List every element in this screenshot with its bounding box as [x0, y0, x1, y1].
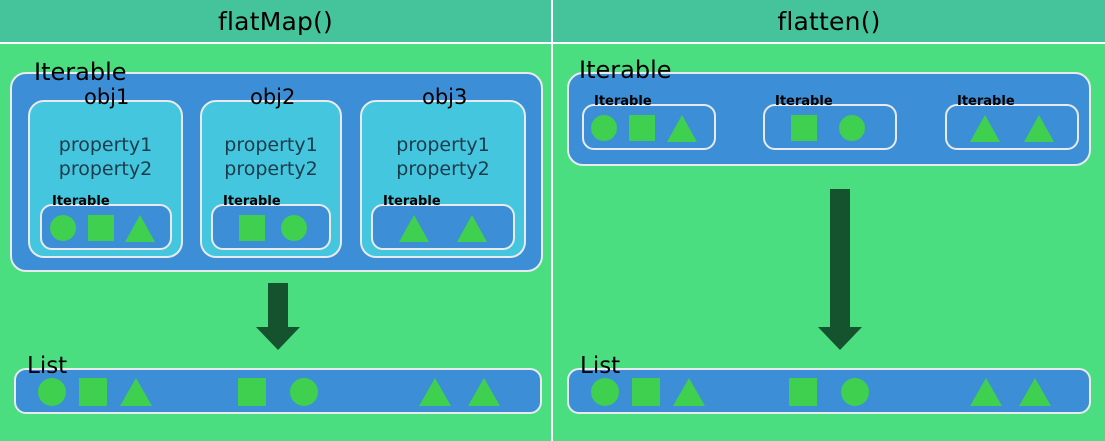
- shape-triangle-icon: [1019, 378, 1051, 406]
- flatten-inner-3-shapes: [945, 104, 1079, 150]
- panel-flatten: flatten() Iterable Iterable Iterable: [553, 0, 1105, 441]
- arrow-head: [256, 327, 300, 350]
- arrow-head: [818, 327, 862, 350]
- shape-triangle-icon: [125, 215, 155, 242]
- flatmap-obj3-property-2: property2: [396, 157, 490, 180]
- shape-square-icon: [238, 378, 266, 406]
- flatmap-obj3-property-1: property1: [396, 134, 490, 156]
- flatten-inner-iterable-2-label: Iterable: [775, 94, 833, 109]
- shape-square-icon: [791, 115, 817, 141]
- shape-circle-icon: [50, 215, 76, 241]
- shape-triangle-icon: [399, 215, 429, 242]
- flatmap-result-shapes: [14, 368, 542, 414]
- flatten-inner-iterable-2-box: [763, 104, 897, 150]
- shape-circle-icon: [281, 215, 307, 241]
- flatten-inner-iterable-3: Iterable: [945, 95, 1079, 150]
- flatten-result-shapes: [567, 368, 1091, 414]
- shape-triangle-icon: [1024, 115, 1054, 142]
- flatmap-obj3-inner-iterable: Iterable: [371, 195, 515, 250]
- flatmap-obj1-property-1: property1: [58, 134, 153, 156]
- flatmap-object-obj2: obj2 property1 property2 Iterable: [200, 87, 342, 258]
- shape-triangle-icon: [419, 378, 451, 406]
- flatmap-obj2-shapes: [211, 204, 331, 250]
- flatten-inner-iterable-3-label: Iterable: [957, 94, 1015, 109]
- shape-square-icon: [239, 215, 265, 241]
- shape-square-icon: [88, 215, 114, 241]
- flatmap-object-obj3-label: obj3: [422, 85, 468, 109]
- flatmap-obj2-inner-iterable-box: [211, 204, 331, 250]
- shape-circle-icon: [591, 378, 619, 406]
- shape-square-icon: [632, 378, 660, 406]
- flatmap-obj2-inner-iterable-label: Iterable: [223, 194, 281, 209]
- flatmap-obj1-inner-iterable: Iterable: [40, 195, 172, 250]
- flatmap-obj1-inner-iterable-label: Iterable: [52, 194, 110, 209]
- panel-flatten-title: flatten(): [777, 6, 881, 36]
- flatmap-obj2-inner-iterable: Iterable: [211, 195, 331, 250]
- shape-circle-icon: [591, 115, 617, 141]
- shape-circle-icon: [290, 378, 318, 406]
- flatten-inner-2-shapes: [763, 104, 897, 150]
- flatmap-obj3-properties: property1 property2: [360, 134, 526, 182]
- flatmap-obj1-property-2: property2: [58, 157, 153, 180]
- flatten-source-iterable: Iterable Iterable Iterable: [567, 58, 1091, 166]
- arrow-stem: [268, 283, 288, 327]
- shape-square-icon: [789, 378, 817, 406]
- shape-triangle-icon: [970, 378, 1002, 406]
- shape-triangle-icon: [120, 378, 152, 406]
- flatmap-obj2-property-2: property2: [224, 157, 318, 180]
- flatmap-object-obj1-label: obj1: [84, 85, 130, 109]
- flatten-inner-iterable-1-label: Iterable: [594, 94, 652, 109]
- flatmap-obj3-shapes: [371, 204, 515, 250]
- flatmap-result-list: List: [14, 355, 542, 414]
- flatmap-object-obj1: obj1 property1 property2 Iterable: [28, 87, 183, 258]
- panel-flatmap-title: flatMap(): [218, 6, 333, 36]
- flatmap-object-obj3: obj3 property1 property2 Iterable: [360, 87, 526, 258]
- flatten-source-iterable-label: Iterable: [579, 56, 672, 84]
- shape-triangle-icon: [468, 378, 500, 406]
- shape-circle-icon: [38, 378, 66, 406]
- flatmap-down-arrow-icon: [256, 283, 300, 350]
- arrow-stem: [830, 189, 850, 327]
- flatten-result-list-label: List: [580, 353, 621, 379]
- shape-triangle-icon: [673, 378, 705, 406]
- flatten-inner-iterable-2: Iterable: [763, 95, 897, 150]
- flatmap-obj1-properties: property1 property2: [28, 134, 183, 182]
- panel-flatmap: flatMap() Iterable obj1 property1 proper…: [0, 0, 553, 441]
- flatmap-source-iterable: Iterable obj1 property1 property2 Iterab…: [10, 60, 543, 272]
- flatten-inner-iterable-3-box: [945, 104, 1079, 150]
- shape-circle-icon: [841, 378, 869, 406]
- flatmap-object-obj2-label: obj2: [250, 85, 296, 109]
- flatten-inner-1-shapes: [582, 104, 716, 150]
- flatmap-obj2-property-1: property1: [224, 134, 318, 156]
- panel-flatten-title-bar: flatten(): [553, 0, 1105, 44]
- shape-triangle-icon: [970, 115, 1000, 142]
- flatmap-obj3-inner-iterable-label: Iterable: [383, 194, 441, 209]
- flatmap-result-list-label: List: [27, 353, 68, 379]
- shape-triangle-icon: [457, 215, 487, 242]
- flatmap-obj2-properties: property1 property2: [200, 134, 342, 182]
- shape-circle-icon: [839, 115, 865, 141]
- shape-square-icon: [629, 115, 655, 141]
- flatten-inner-iterable-1: Iterable: [582, 95, 716, 150]
- panel-flatmap-title-bar: flatMap(): [0, 0, 551, 44]
- flatten-down-arrow-icon: [818, 189, 862, 350]
- shape-square-icon: [79, 378, 107, 406]
- flatmap-source-iterable-label: Iterable: [34, 58, 127, 86]
- shape-triangle-icon: [667, 115, 697, 142]
- flatmap-obj1-shapes: [40, 204, 172, 250]
- flatten-result-list: List: [567, 355, 1091, 414]
- flatmap-obj3-inner-iterable-box: [371, 204, 515, 250]
